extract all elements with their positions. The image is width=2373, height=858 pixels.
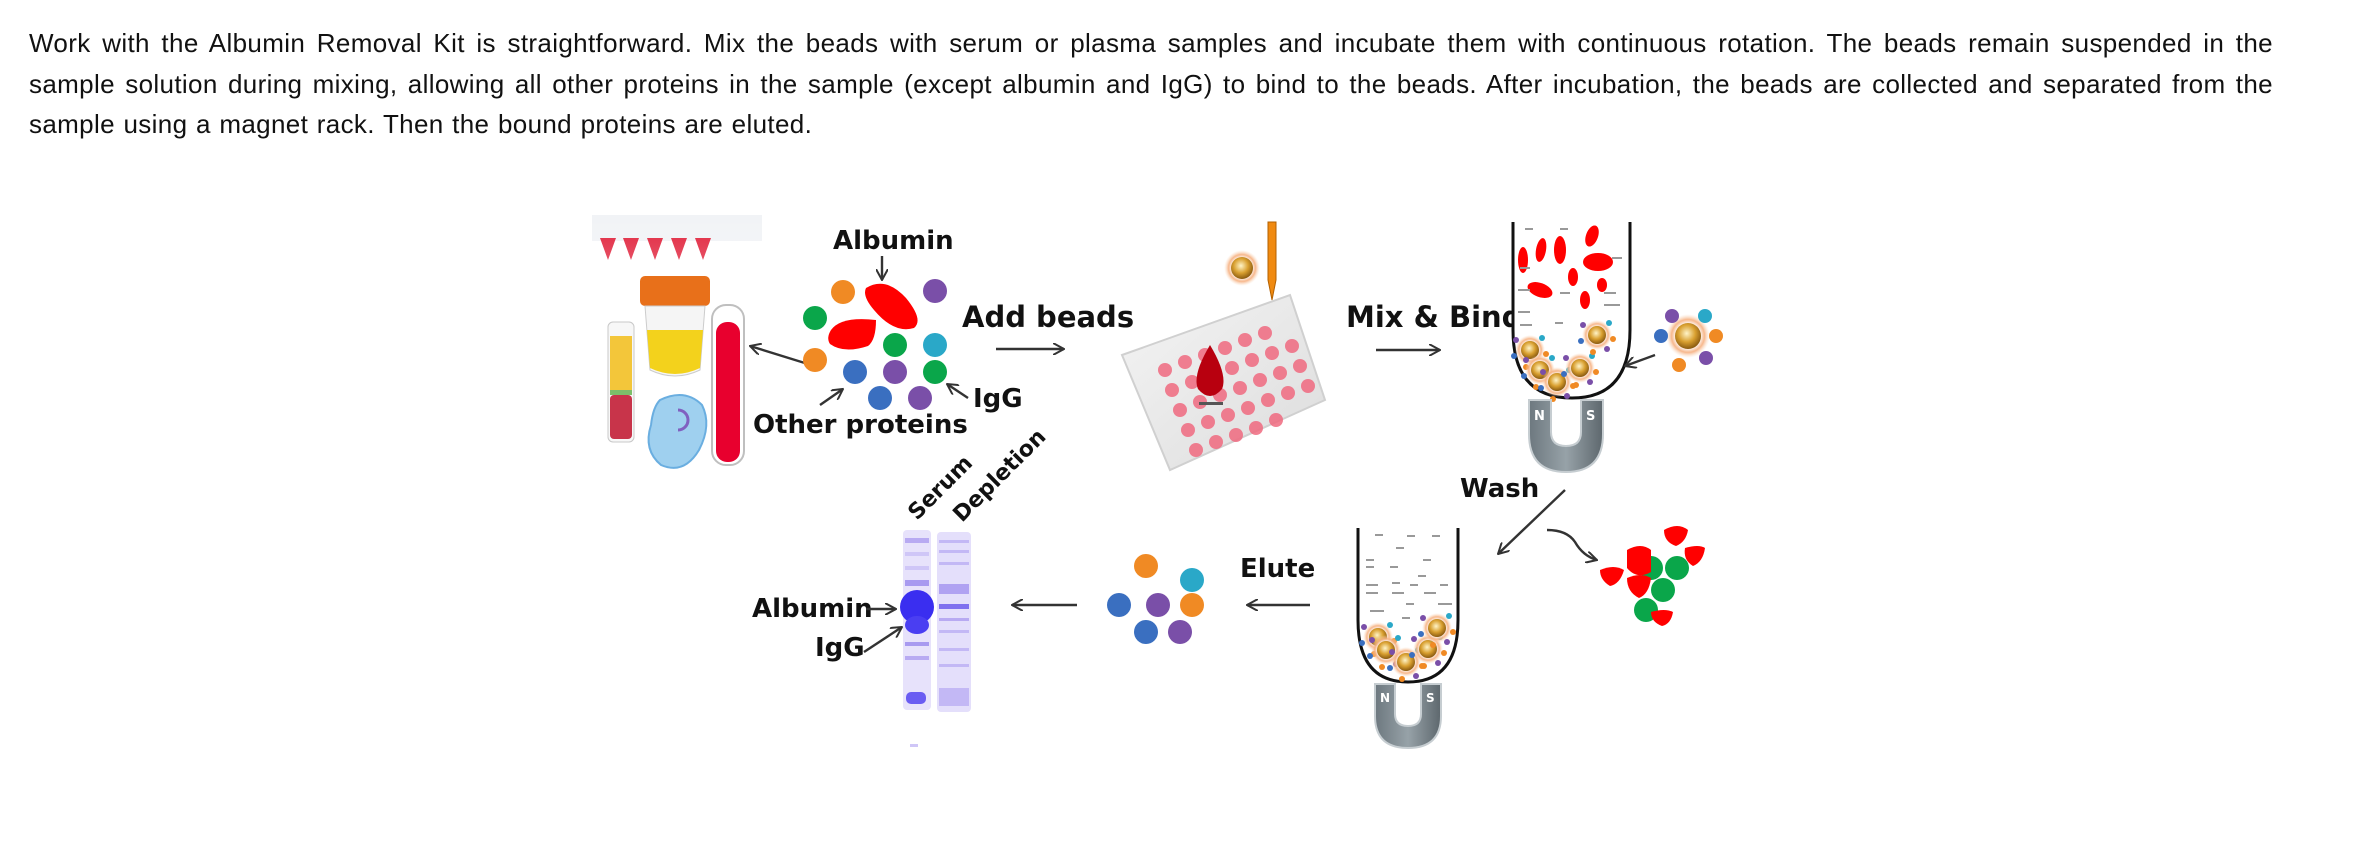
svg-text:S: S — [1586, 409, 1595, 424]
protein-dot — [868, 386, 892, 410]
protein-dot — [831, 280, 855, 304]
blood-tube-icon — [711, 304, 745, 466]
arrow-bead-to-tube — [1625, 353, 1656, 366]
gel-lane-serum — [900, 530, 934, 747]
label-albumin-top: Albumin — [833, 226, 954, 256]
protein-dot — [923, 333, 947, 357]
svg-text:N: N — [1534, 409, 1545, 424]
protein-dot — [843, 360, 867, 384]
svg-text:S: S — [1426, 691, 1435, 705]
protein-dot — [803, 348, 827, 372]
arrow-wash-away — [1546, 528, 1597, 560]
eluted-proteins — [1107, 554, 1204, 644]
label-elute: Elute — [1240, 554, 1315, 584]
arrow-igg — [947, 384, 969, 399]
label-add-beads: Add beads — [962, 300, 1134, 334]
washed-away-proteins — [1600, 526, 1705, 626]
label-igg-top: IgG — [973, 384, 1023, 414]
well-plate-illustration — [1120, 221, 1327, 472]
arrow-gel-igg — [863, 627, 902, 654]
label-other-proteins: Other proteins — [753, 410, 968, 440]
svg-text:N: N — [1380, 691, 1390, 705]
protein-dot — [803, 306, 827, 330]
sample-types-illustration — [590, 215, 809, 469]
description-paragraph: Work with the Albumin Removal Kit is str… — [29, 28, 2273, 139]
gel-label-albumin: Albumin — [752, 594, 873, 624]
gel-label-igg: IgG — [815, 633, 865, 663]
wash-tube-illustration: N S — [1356, 528, 1460, 750]
pcr-strip-icon — [590, 215, 765, 270]
protein-dot — [883, 360, 907, 384]
albumin-shape — [865, 283, 918, 330]
binding-tube-illustration: N S — [1511, 222, 1723, 474]
serum-protein-mix: Albumin IgG Other proteins — [753, 226, 1023, 440]
albumin-shape — [828, 319, 876, 350]
urine-cup-icon — [640, 276, 710, 377]
protein-dot — [883, 333, 907, 357]
igg-dot — [923, 360, 947, 384]
label-wash: Wash — [1460, 474, 1539, 504]
cell-sample-icon — [647, 394, 708, 469]
magnet-icon: N S — [1374, 683, 1442, 750]
arrow-to-samples — [750, 346, 809, 366]
arrow-wash — [1498, 489, 1566, 554]
arrow-other-proteins — [819, 389, 843, 406]
pipette-icon — [1267, 221, 1277, 301]
protein-dot — [923, 279, 947, 303]
blood-separation-tube-icon — [607, 321, 635, 443]
label-mix-bind: Mix & Bind — [1346, 300, 1522, 334]
blood-drop-icon — [1196, 345, 1224, 396]
magnetic-bead-icon — [1224, 250, 1260, 286]
sds-page-gel: Serum Depletion — [752, 425, 1051, 747]
magnet-icon: N S — [1528, 399, 1604, 474]
protein-dot — [908, 386, 932, 410]
gel-lane-depletion — [937, 532, 971, 712]
bead-with-proteins-icon — [1654, 309, 1723, 372]
